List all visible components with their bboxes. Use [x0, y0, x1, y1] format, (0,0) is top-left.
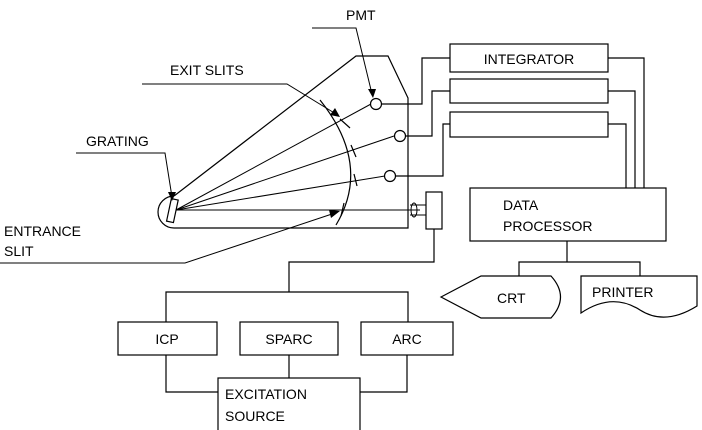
spectrometer-housing — [173, 55, 409, 229]
wire-pmt3-channel3 — [395, 123, 450, 177]
exit-slit-1 — [339, 118, 351, 129]
entrance-slit-leader — [0, 212, 336, 264]
entrance-slit-label-1: ENTRANCE — [4, 223, 81, 239]
crt-display — [439, 275, 562, 319]
sparc-box — [239, 321, 339, 356]
printer-label: PRINTER — [592, 284, 653, 300]
crt-label: CRT — [497, 290, 526, 306]
wire-channel3-processor — [608, 123, 627, 188]
entrance-slit-arrowhead — [329, 210, 340, 218]
icp-label: ICP — [155, 331, 178, 347]
pmt-arrowhead — [368, 89, 376, 98]
grating-label: GRATING — [86, 133, 149, 149]
lens — [410, 202, 418, 218]
channel-box-3 — [449, 111, 609, 138]
wire-output-bus — [518, 261, 641, 276]
source-holder — [425, 191, 443, 230]
rowland-circle — [319, 99, 352, 226]
data-processor-box — [469, 187, 667, 242]
integrator-label: INTEGRATOR — [484, 51, 575, 67]
data-processor-label-1: DATA — [503, 197, 539, 213]
grating-housing — [157, 195, 175, 229]
ray-to-pmt-2 — [175, 135, 395, 211]
grating-arrowhead — [168, 192, 176, 201]
grating-element — [165, 197, 179, 224]
entrance-slit-label-2: SLIT — [4, 243, 34, 259]
pmt-detector-2 — [393, 129, 407, 143]
arc-label: ARC — [392, 331, 422, 347]
printer-output — [580, 275, 698, 318]
exit-slit-2 — [350, 144, 357, 158]
grating-leader — [76, 152, 173, 198]
channel-box-2 — [449, 78, 609, 104]
icp-box — [117, 321, 218, 356]
excitation-source-box — [217, 377, 361, 430]
exit-slits-arrowhead — [330, 108, 340, 117]
sparc-label: SPARC — [265, 331, 312, 347]
wire-pmt2-channel2 — [405, 90, 450, 137]
excitation-label-2: SOURCE — [225, 408, 285, 424]
exit-slit-3 — [353, 173, 358, 187]
exit-slits-leader — [142, 83, 337, 115]
excitation-label-1: EXCITATION — [225, 386, 307, 402]
wire-icp-excitation — [165, 355, 218, 393]
wire-pmt1-integrator — [381, 57, 450, 105]
wire-integrator-processor — [608, 57, 645, 188]
pmt-detector-1 — [369, 97, 383, 111]
ray-to-pmt-1 — [175, 103, 372, 211]
exit-slits-label: EXIT SLITS — [170, 62, 244, 78]
wire-source-down — [288, 229, 435, 292]
pmt-leader — [312, 27, 373, 95]
pmt-label: PMT — [346, 7, 376, 23]
pmt-detector-3 — [383, 169, 397, 183]
wire-excitation-bus — [165, 291, 409, 322]
wire-arc-excitation — [360, 355, 408, 393]
wire-channel2-processor — [608, 90, 636, 188]
data-processor-label-2: PROCESSOR — [503, 218, 592, 234]
entrance-slit-mark — [340, 202, 345, 217]
